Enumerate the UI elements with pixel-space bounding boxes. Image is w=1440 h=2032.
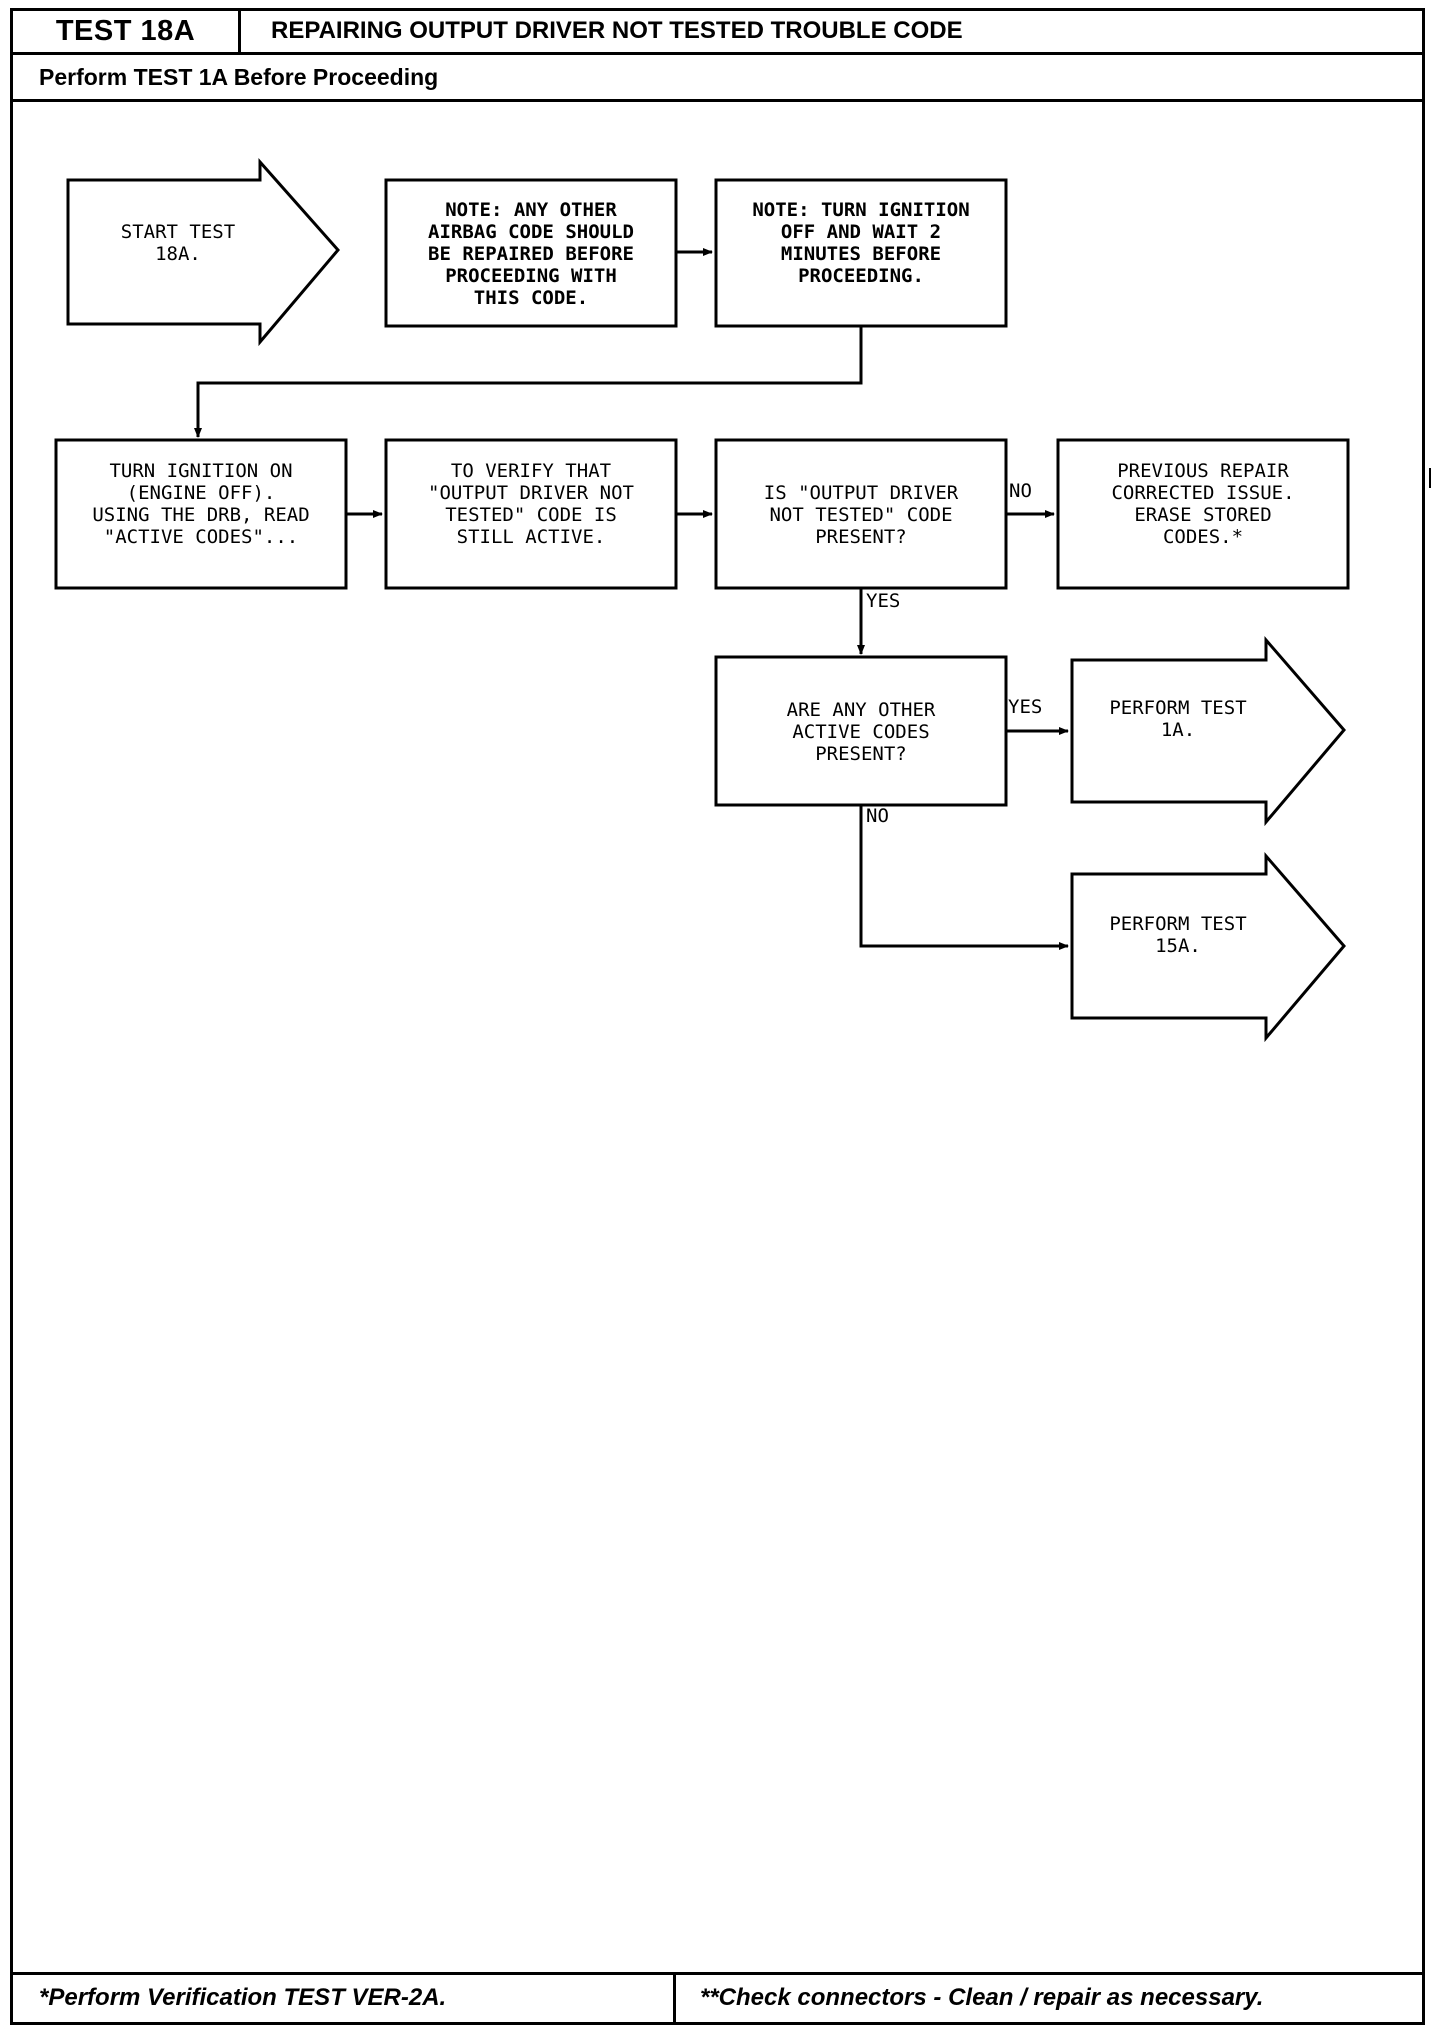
footer-verification-note: *Perform Verification TEST VER-2A. bbox=[13, 1975, 676, 2022]
previous-repair-box bbox=[1056, 438, 1350, 590]
text-line: CORRECTED ISSUE. bbox=[1111, 482, 1294, 504]
text-line: ERASE STORED bbox=[1134, 504, 1271, 526]
text-line: MINUTES BEFORE bbox=[781, 243, 941, 265]
start-test-arrow-shape bbox=[66, 158, 340, 347]
text-line: "OUTPUT DRIVER NOT bbox=[428, 482, 634, 504]
text-line: OFF AND WAIT 2 bbox=[781, 221, 941, 243]
text-line: STILL ACTIVE. bbox=[457, 526, 606, 548]
text-line: 15A. bbox=[1155, 935, 1201, 957]
text-line: PERFORM TEST bbox=[1109, 697, 1246, 719]
perform-test-15a-arrow-shape bbox=[1070, 851, 1346, 1043]
text-line: NOT TESTED" CODE bbox=[769, 504, 952, 526]
text-line: CODES.* bbox=[1163, 526, 1243, 548]
test-id: TEST 18A bbox=[13, 11, 241, 55]
text-line: AIRBAG CODE SHOULD bbox=[428, 221, 634, 243]
text-line: 1A. bbox=[1161, 719, 1195, 741]
text-line: 18A. bbox=[155, 243, 201, 265]
branch-label-no-test-15a: NO bbox=[866, 805, 889, 827]
note-ignition-off-box bbox=[714, 178, 1008, 328]
text-line: IS "OUTPUT DRIVER bbox=[764, 482, 959, 504]
text-line: (ENGINE OFF). bbox=[127, 482, 276, 504]
arrow-question2-no bbox=[859, 805, 1069, 950]
ignition-on-text: TURN IGNITION ON(ENGINE OFF).USING THE D… bbox=[92, 460, 309, 548]
text-line: NOTE: ANY OTHER bbox=[445, 199, 617, 221]
text-line: "ACTIVE CODES"... bbox=[104, 526, 298, 548]
text-line: TO VERIFY THAT bbox=[451, 460, 611, 482]
text-line: TURN IGNITION ON bbox=[109, 460, 292, 482]
text-line: PROCEEDING WITH bbox=[445, 265, 617, 287]
text-line: PERFORM TEST bbox=[1109, 913, 1246, 935]
test-sheet: TEST 18A REPAIRING OUTPUT DRIVER NOT TES… bbox=[10, 8, 1425, 2025]
text-line: ARE ANY OTHER bbox=[787, 699, 936, 721]
margin-tick-mark bbox=[1429, 468, 1431, 488]
question-other-codes-box bbox=[714, 655, 1008, 807]
text-line: BE REPAIRED BEFORE bbox=[428, 243, 634, 265]
arrow-note2-to-ignition bbox=[194, 326, 863, 438]
footer-connector-note: **Check connectors - Clean / repair as n… bbox=[700, 1984, 1264, 2011]
footer: *Perform Verification TEST VER-2A. **Che… bbox=[13, 1972, 1422, 2022]
text-line: PRESENT? bbox=[815, 743, 907, 765]
text-line: PRESENT? bbox=[815, 526, 907, 548]
text-line: TESTED" CODE IS bbox=[445, 504, 617, 526]
text-line: THIS CODE. bbox=[474, 287, 588, 309]
perform-test-1a-arrow-shape bbox=[1070, 635, 1346, 827]
text-line: PREVIOUS REPAIR bbox=[1117, 460, 1289, 482]
branch-label-no-previous-repair: NO bbox=[1009, 480, 1032, 502]
page-title: REPAIRING OUTPUT DRIVER NOT TESTED TROUB… bbox=[241, 11, 1422, 55]
page-subtitle: Perform TEST 1A Before Proceeding bbox=[13, 55, 1422, 102]
text-line: NOTE: TURN IGNITION bbox=[752, 199, 969, 221]
text-line: START TEST bbox=[121, 221, 235, 243]
text-line: PROCEEDING. bbox=[798, 265, 924, 287]
text-line: USING THE DRB, READ bbox=[92, 504, 309, 526]
question-output-driver-box bbox=[714, 438, 1008, 590]
branch-label-yes-question2: YES bbox=[866, 590, 900, 612]
branch-label-yes-test-1a: YES bbox=[1008, 696, 1042, 718]
text-line: ACTIVE CODES bbox=[792, 721, 929, 743]
